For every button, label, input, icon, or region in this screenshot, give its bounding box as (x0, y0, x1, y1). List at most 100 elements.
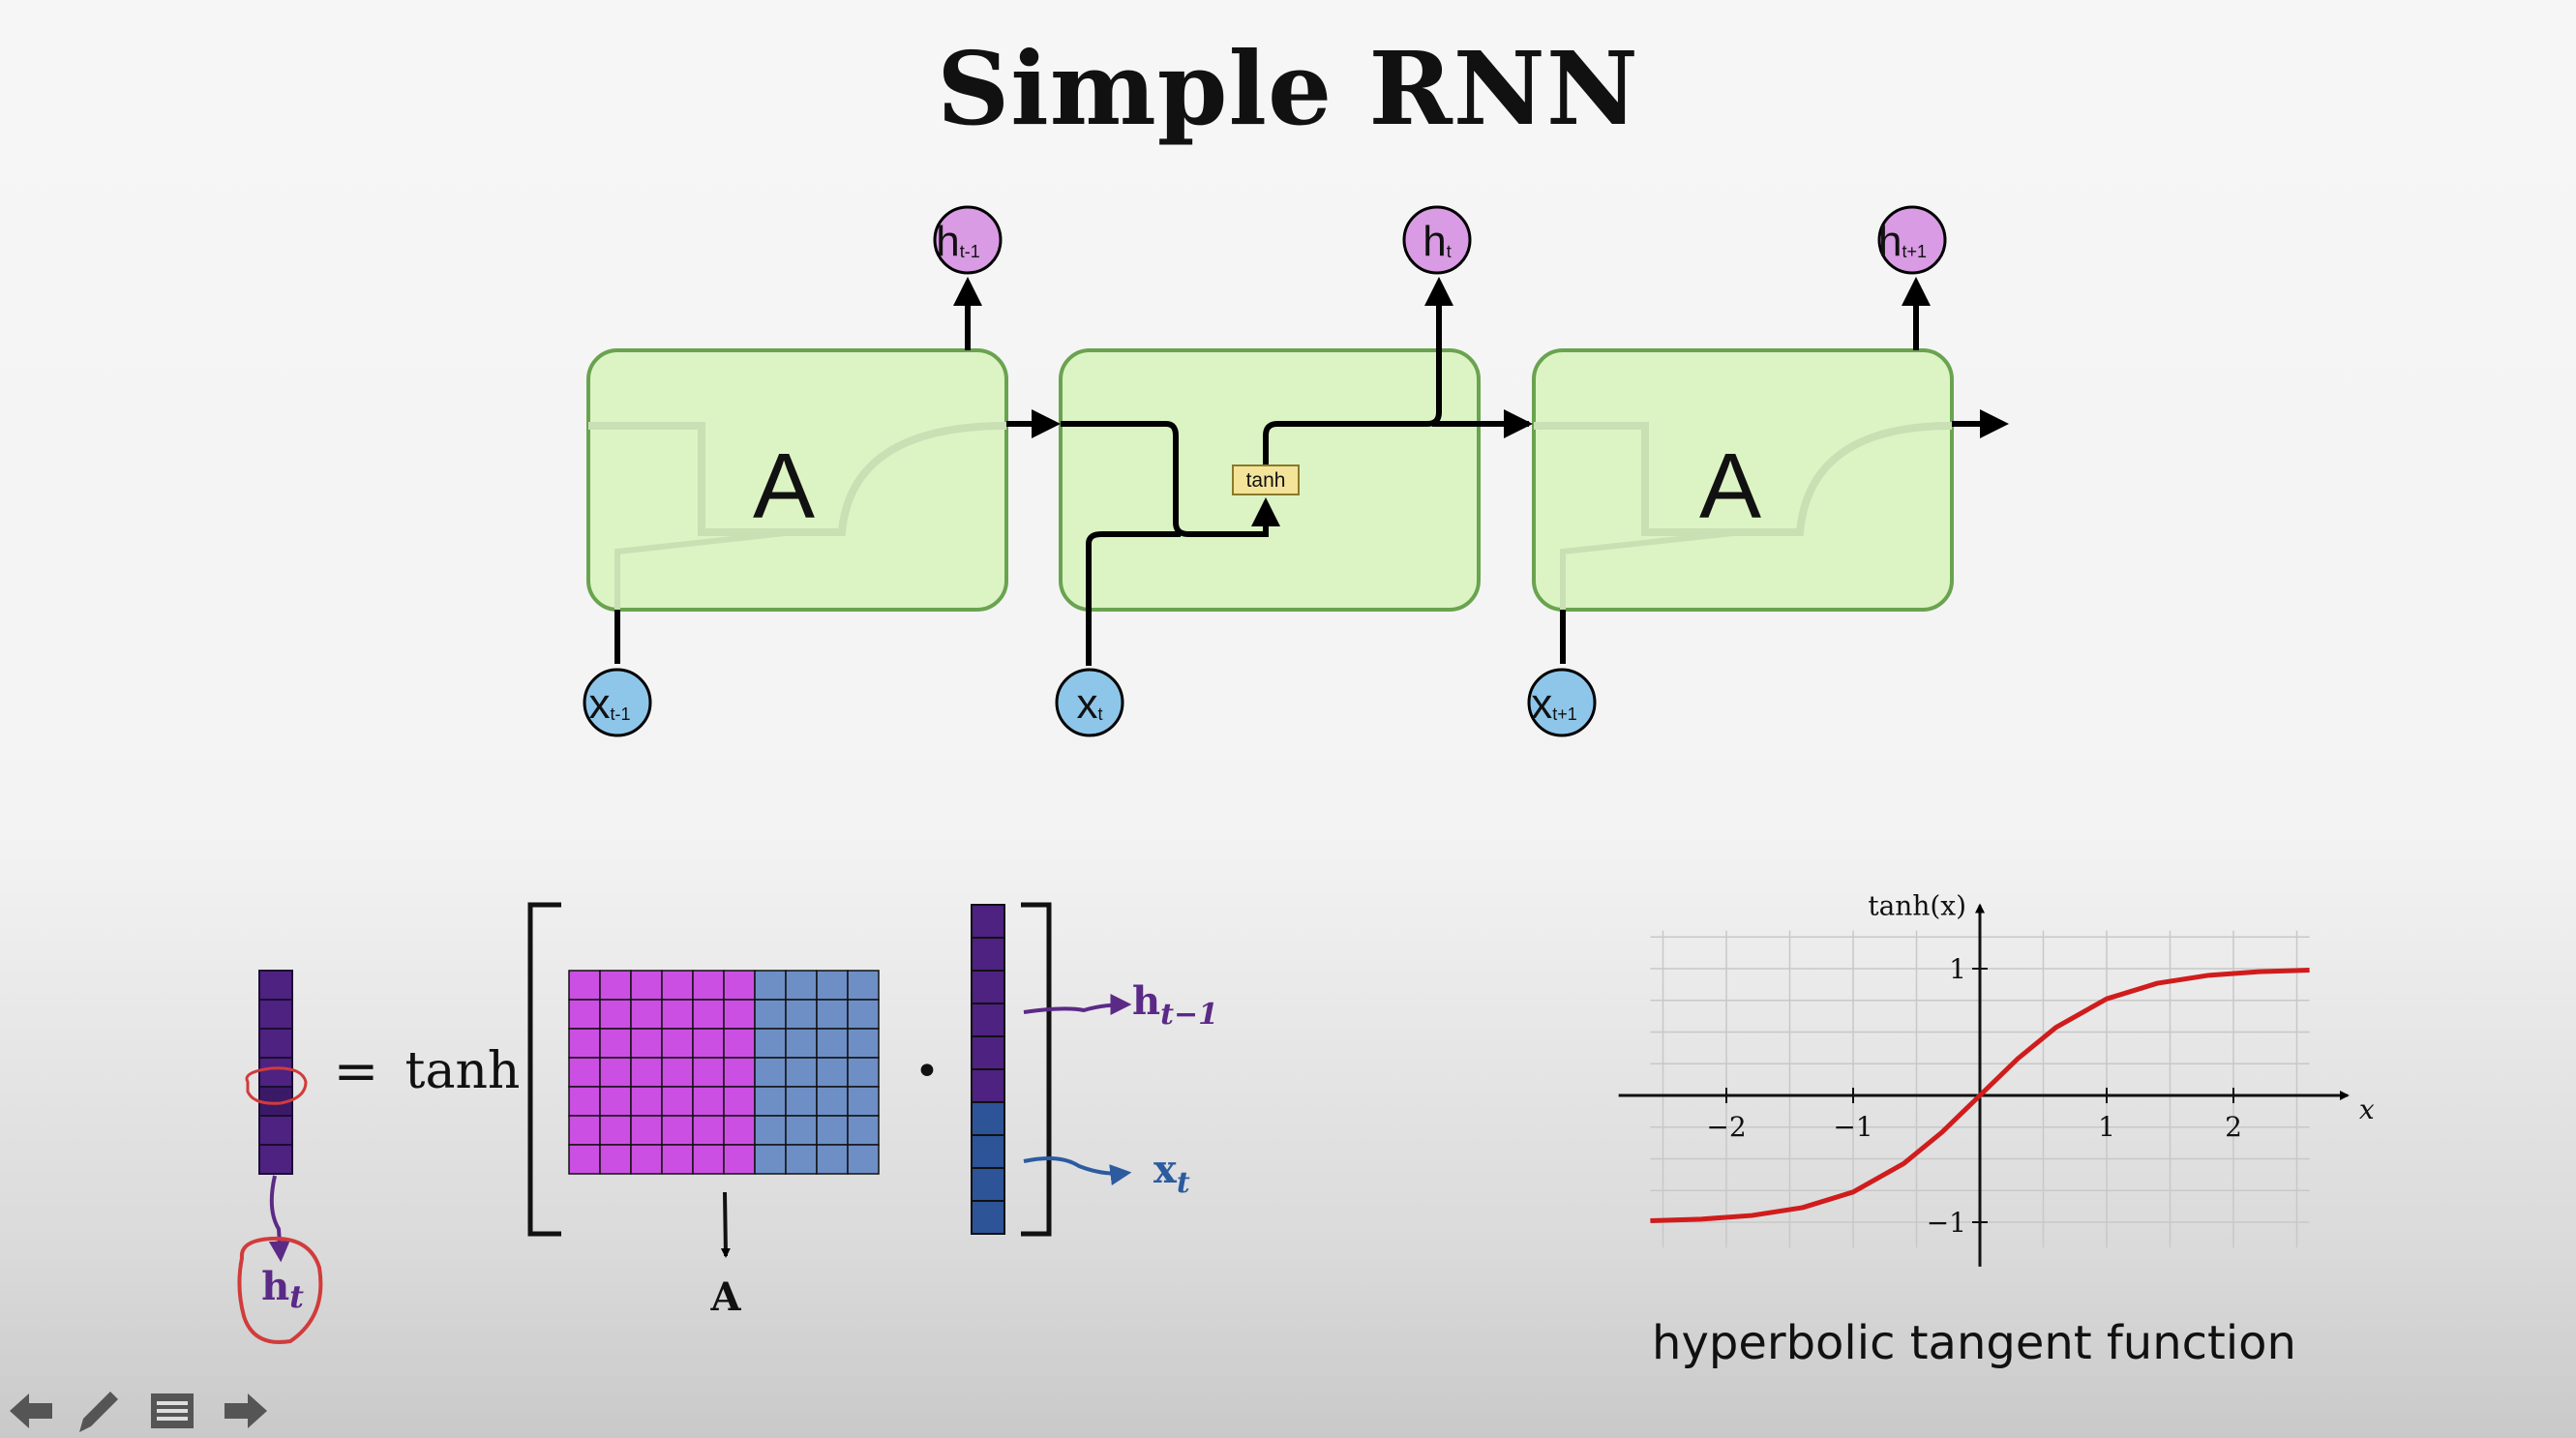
matrix-cell (723, 999, 756, 1030)
forward-arrow-icon[interactable] (217, 1384, 271, 1438)
matrix-cell (847, 1115, 880, 1146)
matrix-cell (599, 970, 632, 1001)
y-tick-label: −1 (1927, 1207, 1966, 1239)
matrix-cell (692, 1115, 725, 1146)
cell-label-left: A (753, 434, 815, 538)
matrix-cell (692, 1086, 725, 1117)
matrix-cell (754, 1144, 787, 1175)
matrix-cell (816, 970, 849, 1001)
matrix-cell (599, 999, 632, 1030)
matrix-cell (661, 970, 694, 1001)
tanh-label: tanh (405, 1042, 521, 1100)
cell-label-right: A (1699, 434, 1761, 538)
pen-icon[interactable] (72, 1384, 126, 1438)
lhs-annotation-label: ht (261, 1264, 304, 1315)
matrix-cell (630, 1057, 663, 1088)
x-tick-label: 1 (2098, 1111, 2115, 1143)
matrix-cell (785, 1028, 818, 1059)
svg-text:xt+1: xt+1 (1531, 680, 1577, 728)
h-prev-arrow (1023, 994, 1132, 1016)
chart-caption: hyperbolic tangent function (1652, 1316, 2296, 1370)
matrix-cell (723, 1057, 756, 1088)
right-bracket (1021, 902, 1052, 1237)
x-tick-label: −1 (1833, 1111, 1872, 1143)
matrix-cell (692, 970, 725, 1001)
matrix-cell (568, 1057, 601, 1088)
matrix-cell (599, 1144, 632, 1175)
matrix-cell (568, 1144, 601, 1175)
annotation-circle-small (245, 1066, 308, 1105)
rnn-cell-left: A (586, 348, 1008, 612)
matrix-cell (630, 1028, 663, 1059)
matrix-cell (723, 1086, 756, 1117)
menu-icon[interactable] (145, 1384, 199, 1438)
matrix-cell (599, 1086, 632, 1117)
presentation-toolbar (0, 1384, 290, 1438)
output-node-h-t-1: ht-1 (933, 205, 1003, 275)
left-bracket (527, 902, 561, 1237)
x-axis-label: x (2359, 1093, 2375, 1125)
matrix-cell (692, 1028, 725, 1059)
matrix-cell (661, 1028, 694, 1059)
matrix-cell (785, 1086, 818, 1117)
svg-text:xt-1: xt-1 (588, 680, 630, 728)
matrix-cell (847, 1028, 880, 1059)
matrix-cell (661, 1115, 694, 1146)
output-node-h-t: ht (1402, 205, 1472, 275)
recurrent-arrows (614, 277, 2009, 666)
matrix-cell (785, 1057, 818, 1088)
matrix-cell (847, 999, 880, 1030)
back-arrow-icon[interactable] (6, 1384, 60, 1438)
matrix-cell (568, 1086, 601, 1117)
rnn-cell-right: A (1532, 348, 1954, 612)
matrix-cell (661, 1057, 694, 1088)
concat-vector-cell (971, 1200, 1005, 1235)
matrix-cell (568, 1115, 601, 1146)
concat-vector-cell (971, 1068, 1005, 1103)
matrix-cell (723, 1028, 756, 1059)
y-axis-label: tanh(x) (1868, 890, 1966, 922)
concat-vector-cell (971, 1003, 1005, 1037)
x-tick-label: −2 (1706, 1111, 1746, 1143)
tanh-gate: tanh (1232, 464, 1300, 495)
annotation-circle-ht (237, 1236, 323, 1344)
input-node-x-t-1: xt-1 (583, 668, 652, 737)
ht-vector-cell (258, 970, 293, 1001)
x-tick-label: 2 (2225, 1111, 2242, 1143)
matrix-cell (785, 1144, 818, 1175)
matrix-cell (754, 1086, 787, 1117)
concat-vector-cell (971, 1134, 1005, 1169)
ht-vector-cell (258, 999, 293, 1030)
matrix-cell (847, 1144, 880, 1175)
concat-vector-cell (971, 970, 1005, 1004)
annotation-arrow (268, 1175, 290, 1263)
matrix-cell (723, 1115, 756, 1146)
x-label: xt (1153, 1147, 1190, 1200)
concat-vector-cell (971, 1101, 1005, 1136)
matrix-cell (754, 970, 787, 1001)
matrix-cell (599, 1057, 632, 1088)
svg-text:ht+1: ht+1 (1878, 218, 1927, 265)
matrix-cell (754, 999, 787, 1030)
matrix-cell (692, 1144, 725, 1175)
tanh-curve (1650, 967, 2310, 1224)
matrix-cell (568, 970, 601, 1001)
ht-vector-cell (258, 1115, 293, 1146)
slide-title: Simple RNN (937, 29, 1639, 148)
x-arrow (1023, 1155, 1132, 1186)
matrix-cell (630, 970, 663, 1001)
weight-matrix-a (568, 970, 880, 1175)
matrix-cell (661, 1086, 694, 1117)
matrix-label: A (709, 1274, 741, 1320)
ht-vector (258, 970, 293, 1175)
matrix-cell (692, 999, 725, 1030)
tanh-gate-label: tanh (1246, 469, 1286, 492)
concat-vector (971, 904, 1005, 1235)
matrix-cell (692, 1057, 725, 1088)
matrix-cell (630, 1086, 663, 1117)
matrix-cell (630, 1115, 663, 1146)
matrix-cell (847, 1057, 880, 1088)
